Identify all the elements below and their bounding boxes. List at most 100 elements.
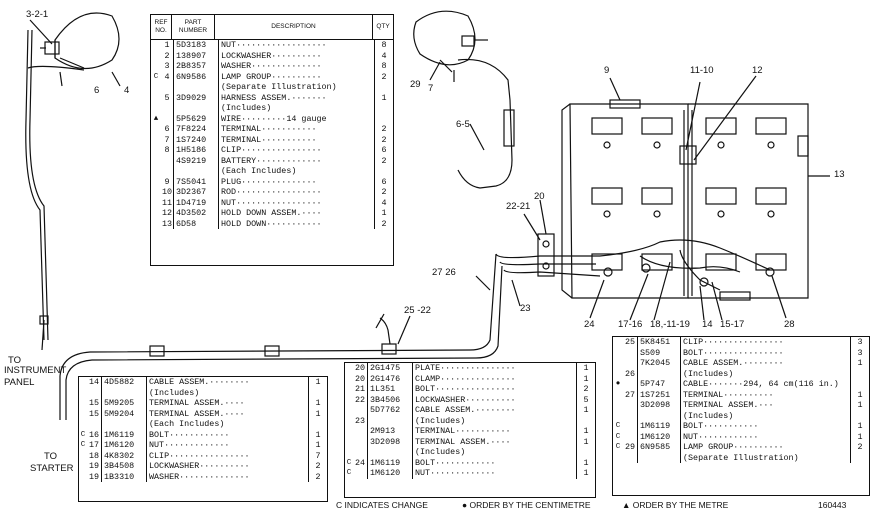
illustration-number: 160443 — [818, 500, 847, 510]
row-qty: 2 — [381, 71, 387, 82]
row-part-number: 1L351 — [368, 384, 413, 395]
row-description: TERMINAL ASSEM.··· — [681, 400, 851, 411]
row-ref: 2 — [161, 50, 174, 61]
row-qty: 1 — [315, 408, 321, 419]
row-description: WIRE·········14 gauge — [219, 113, 375, 124]
row-qty: 1 — [583, 405, 589, 415]
row-ref — [623, 452, 638, 463]
row-ref — [87, 419, 102, 430]
parts-table-header: REF NO. PART NUMBER DESCRIPTION QTY — [151, 15, 393, 40]
callout-3-2-1: 3-2-1 — [26, 9, 49, 20]
row-part-number: 4D3502 — [174, 208, 219, 219]
row-ref: 6 — [161, 124, 174, 135]
callout-12: 12 — [752, 65, 763, 76]
table-row: (Includes) — [79, 387, 327, 399]
row-qty — [577, 447, 595, 458]
row-mark — [151, 156, 161, 167]
row-ref: 3 — [161, 61, 174, 72]
battery-box — [561, 99, 809, 301]
table-row: ●5P747 CABLE·······294, 64 cm(116 in.) — [613, 379, 869, 390]
row-description: NUT············ — [681, 431, 851, 442]
row-part-number: 7K2045 — [638, 358, 681, 369]
row-description: (Separate Illustration) — [219, 82, 375, 93]
row-part-number: 1S7251 — [638, 389, 681, 400]
row-ref: 5 — [161, 92, 174, 103]
row-ref — [353, 426, 368, 437]
row-description: TERMINAL··········· — [413, 426, 577, 437]
row-ref: 17 — [87, 440, 102, 451]
row-part-number: 2G1475 — [368, 363, 413, 374]
callout-9: 9 — [604, 65, 610, 76]
row-description: PLATE··············· — [413, 363, 577, 374]
row-description: HOLD DOWN··········· — [219, 218, 375, 229]
row-mark: ▲ — [153, 114, 159, 123]
row-ref — [623, 410, 638, 421]
row-qty — [375, 166, 393, 177]
row-mark — [613, 337, 623, 348]
row-ref — [623, 400, 638, 411]
row-ref: 11 — [161, 197, 174, 208]
row-description: BOLT················ — [681, 347, 851, 358]
row-ref: 25 — [623, 337, 638, 348]
callout-24: 24 — [584, 319, 595, 330]
left-harness — [25, 29, 45, 341]
row-qty: 6 — [381, 176, 387, 187]
row-qty — [375, 103, 393, 114]
row-part-number — [174, 82, 219, 93]
row-mark: C — [153, 72, 159, 81]
label-to-starter: TO — [44, 451, 58, 462]
row-mark — [613, 369, 623, 380]
row-description: TERMINAL·········· — [681, 389, 851, 400]
row-part-number: 5P5629 — [174, 113, 219, 124]
row-part-number: 1M6119 — [102, 429, 147, 440]
row-part-number: 1D4719 — [174, 197, 219, 208]
row-description: (Includes) — [413, 415, 577, 426]
row-ref — [161, 166, 174, 177]
row-qty: 1 — [857, 421, 863, 431]
row-description: TERMINAL··········· — [219, 124, 375, 135]
row-qty: 2 — [381, 124, 387, 134]
table-row: (Separate Illustration) — [151, 82, 393, 93]
row-part-number: 1M6120 — [638, 431, 681, 442]
callout-25-22: 25 -22 — [404, 305, 431, 316]
callout-22-21: 22-21 — [506, 201, 531, 212]
row-description: CABLE·······294, 64 cm(116 in.) — [681, 379, 851, 390]
row-ref: 9 — [161, 176, 174, 187]
row-qty — [851, 411, 869, 422]
row-description: LAMP GROUP·········· — [681, 442, 851, 453]
row-part-number: S509 — [638, 347, 681, 358]
callout-17-16: 17-16 — [618, 319, 643, 330]
label-starter: STARTER — [30, 463, 74, 474]
row-qty: 1 — [857, 431, 863, 442]
row-mark — [345, 416, 353, 427]
row-part-number: 3D9029 — [174, 92, 219, 103]
callout-28: 28 — [784, 319, 795, 330]
row-description: BOLT··········· — [681, 421, 851, 432]
row-qty — [309, 388, 327, 399]
table-row: 3D2098 TERMINAL ASSEM.···1 — [613, 400, 869, 411]
row-part-number: 138907 — [174, 50, 219, 61]
row-description: TERMINAL ASSEM.···· — [147, 398, 309, 409]
row-ref: 27 — [623, 389, 638, 400]
row-mark — [151, 51, 161, 62]
row-mark — [151, 61, 161, 72]
row-qty: 1 — [315, 429, 321, 440]
row-mark — [151, 93, 161, 104]
row-part-number: 1S7240 — [174, 134, 219, 145]
row-part-number: 5M9205 — [102, 398, 147, 409]
callout-7: 7 — [428, 83, 434, 94]
row-ref — [87, 387, 102, 398]
row-description: LOCKWASHER·········· — [219, 50, 375, 61]
callout-15-17: 15-17 — [720, 319, 745, 330]
footer-change-note: C INDICATES CHANGE — [336, 500, 428, 510]
